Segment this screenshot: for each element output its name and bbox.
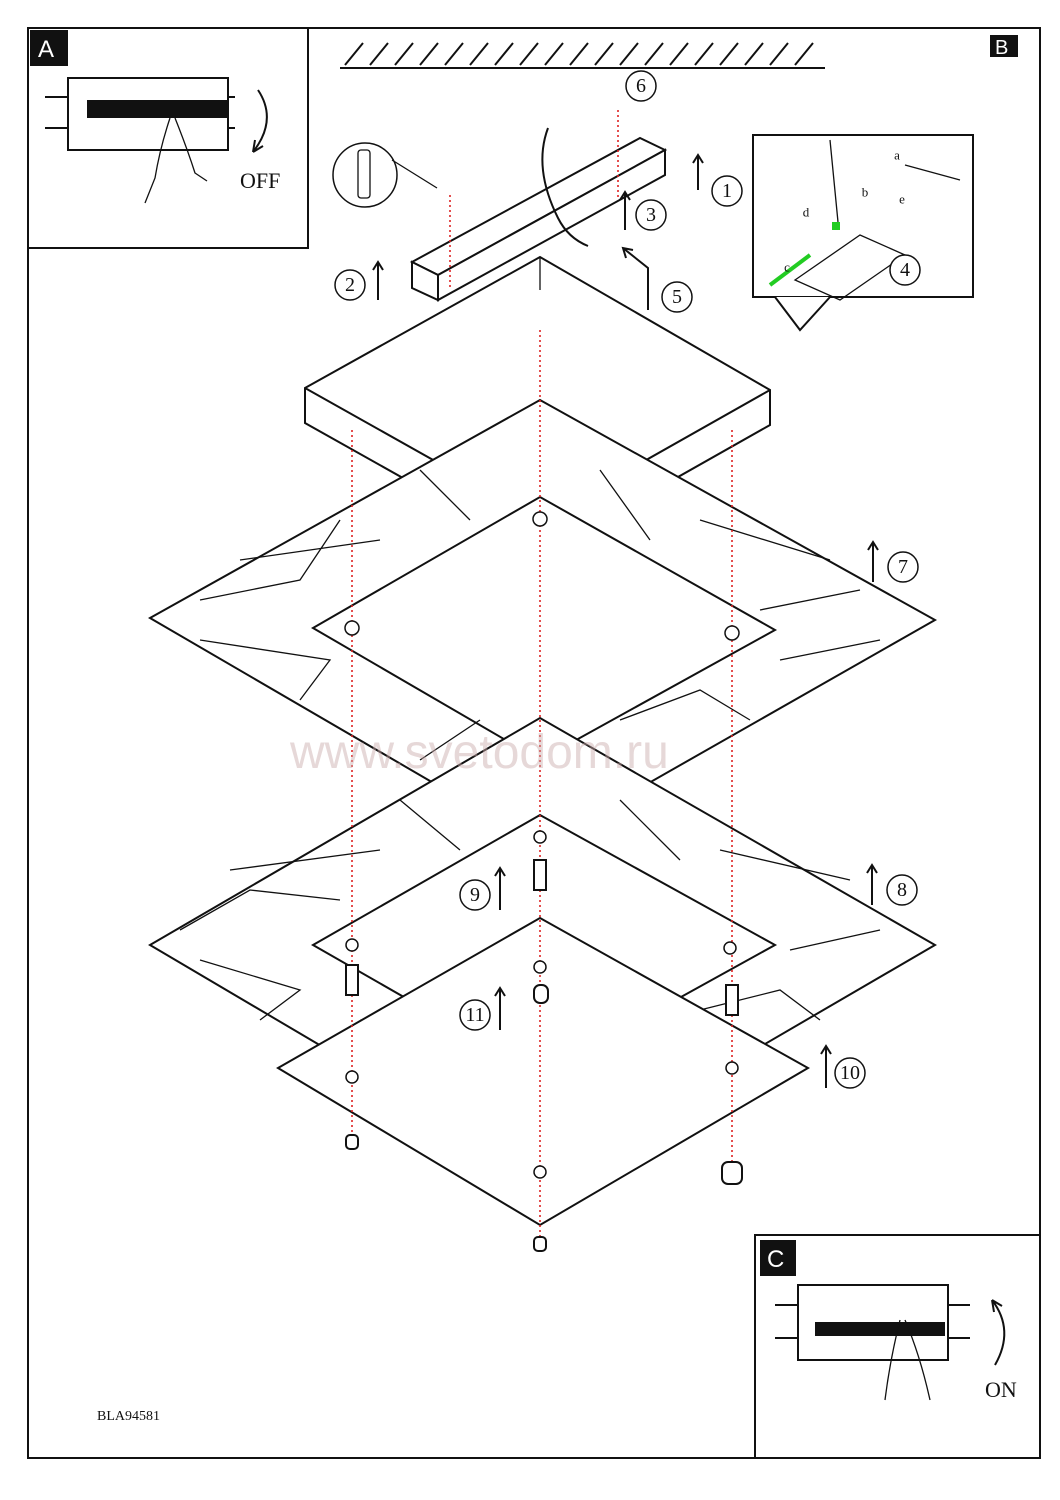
wiring-label-d: d [803, 205, 810, 220]
wiring-label-b: b [862, 185, 869, 200]
circuit-breaker-icon [775, 1284, 970, 1361]
fixing-screws [344, 511, 743, 1252]
svg-text:5: 5 [672, 286, 682, 308]
step-10: 10 [820, 1044, 866, 1089]
circuit-breaker-icon [45, 77, 235, 151]
wall-plug-callout [332, 142, 438, 208]
hand-icon [144, 117, 208, 204]
rotate-arrow-icon [252, 89, 268, 153]
hand-icon [884, 1319, 931, 1401]
watermark: www.svetodom.ru [289, 726, 669, 779]
step-7: 7 [867, 540, 919, 583]
step-2: 2 [334, 260, 384, 301]
svg-text:7: 7 [898, 556, 908, 578]
panel-b-label: B [995, 37, 1008, 59]
panel-b-badge [990, 35, 1018, 57]
on-label: ON [985, 1377, 1017, 1402]
step-9: 9 [459, 866, 506, 911]
model-code: BLA94581 [97, 1409, 160, 1424]
page-frame [27, 27, 1041, 1459]
svg-text:10: 10 [840, 1062, 860, 1084]
alignment-lines [351, 110, 733, 1240]
svg-text:6: 6 [636, 75, 646, 97]
panel-a-label: A [38, 36, 54, 63]
step-8: 8 [866, 863, 918, 906]
step-5: 5 [621, 246, 693, 313]
step-4: 4 [889, 254, 921, 286]
wiring-label-a: a [894, 148, 900, 163]
svg-text:11: 11 [465, 1004, 484, 1026]
mounting-bracket [409, 127, 668, 302]
svg-text:8: 8 [897, 879, 907, 901]
step-1: 1 [692, 153, 743, 207]
step-3: 3 [619, 190, 667, 231]
rotate-arrow-icon [991, 1299, 1006, 1366]
step-markers: 1 2 3 4 5 6 7 8 9 10 11 [334, 70, 921, 1089]
svg-text:2: 2 [345, 274, 355, 296]
wiring-label-c: c [784, 260, 790, 275]
step-11: 11 [459, 986, 506, 1031]
wiring-detail-inset: a b c d e [752, 134, 974, 332]
svg-text:4: 4 [900, 259, 910, 281]
svg-text:9: 9 [470, 884, 480, 906]
outer-glass-shade [147, 398, 938, 847]
glass-panel [276, 916, 811, 1227]
svg-text:3: 3 [646, 204, 656, 226]
off-label: OFF [240, 168, 280, 193]
svg-text:1: 1 [722, 180, 732, 202]
wiring-label-e: e [899, 192, 905, 207]
panel-a-switch-off: A OFF [27, 27, 309, 249]
ceiling-hatch [340, 42, 825, 69]
power-cable [541, 127, 589, 247]
panel-c-label: C [767, 1246, 784, 1273]
panel-c-switch-on: C ON [754, 1234, 1041, 1459]
step-6: 6 [625, 70, 657, 102]
